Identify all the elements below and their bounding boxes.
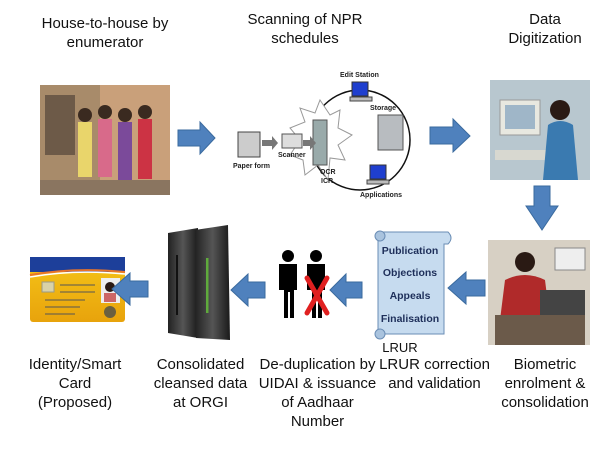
lrur-scroll xyxy=(374,230,452,340)
step-house-label: House-to-house by enumerator xyxy=(41,15,169,51)
step-dedup-label: De-duplication by UIDAI & issuance of Aa… xyxy=(258,356,377,430)
step-digitization-label: Data Digitization xyxy=(508,11,582,47)
step-consolidated-label: Consolidated cleansed data at ORGI xyxy=(153,356,248,411)
step-scanning-label: Scanning of NPR schedules xyxy=(247,11,363,47)
server-image xyxy=(168,225,230,340)
biometric-enrolment-photo xyxy=(488,240,590,345)
scroll-item: Publication xyxy=(381,245,439,257)
arrow-left-3 xyxy=(230,272,266,308)
scroll-item: Objections xyxy=(382,267,438,279)
scroll-item: Finalisation xyxy=(380,313,440,325)
scanning-diagram xyxy=(237,81,411,191)
smart-card-image xyxy=(29,257,126,322)
arrow-left-2 xyxy=(329,272,363,308)
data-digitization-photo xyxy=(490,80,590,180)
arrow-left-1 xyxy=(447,270,486,306)
scanner-label: Scanner xyxy=(278,152,306,159)
people-icon xyxy=(279,250,325,318)
step-identity-label: Identity/Smart Card (Proposed) xyxy=(28,356,122,411)
arrow-down xyxy=(525,185,559,231)
lrur-caption: LRUR xyxy=(382,340,418,355)
storage-label: Storage xyxy=(370,105,397,112)
arrows xyxy=(111,117,559,308)
paper-form-label: Paper form xyxy=(233,163,270,170)
applications-label: Applications xyxy=(360,192,403,199)
ocr-label: OCR xyxy=(320,169,336,176)
edit-station-label: Edit Station xyxy=(340,72,379,79)
arrow-right-2 xyxy=(429,117,471,154)
cross-icon xyxy=(304,275,330,316)
arrow-right-1 xyxy=(177,120,216,156)
arrow-left-4 xyxy=(111,271,149,307)
step-biometric-label: Biometric enrolment & consolidation xyxy=(501,356,589,411)
house-to-house-photo xyxy=(40,85,170,195)
scroll-item: Appeals xyxy=(389,290,431,302)
icr-label: ICR xyxy=(321,178,334,185)
step-lrur-label: LRUR correction and validation xyxy=(379,356,490,392)
